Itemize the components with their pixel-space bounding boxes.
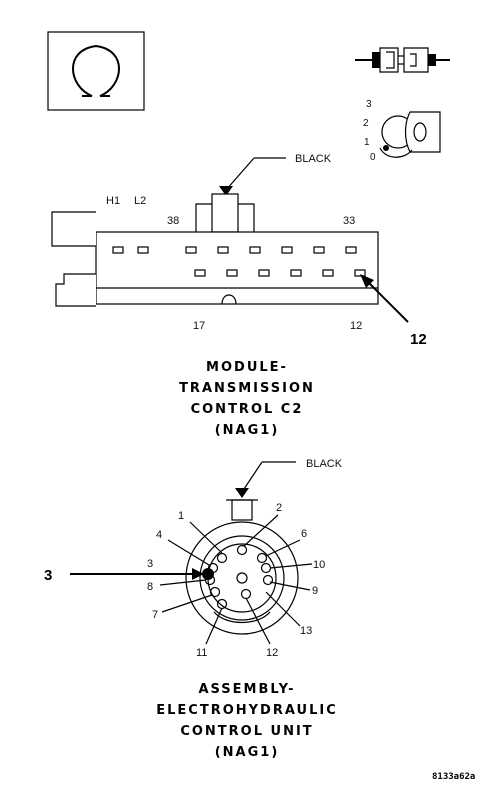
c2-label-pin-38: 38 <box>167 215 179 227</box>
c2-wire-color: BLACK <box>295 153 332 165</box>
ehcu-pin-12: 12 <box>266 647 278 659</box>
c2-label-pin-33: 33 <box>343 215 355 227</box>
c2-title-line-1: MODULE- <box>206 360 288 375</box>
c2-cavity-row-1 <box>112 246 357 254</box>
ignition-key-icon: 3 2 1 0 <box>363 99 441 163</box>
c2-label-h1: H1 <box>106 195 120 207</box>
connector-c2: BLACK <box>51 153 427 438</box>
ehcu-callout-3: 3 <box>44 567 52 584</box>
c2-title-line-2: TRANSMISSION <box>179 381 315 396</box>
ehcu-pin-2: 2 <box>276 502 282 514</box>
c2-housing <box>95 231 379 305</box>
omega-symbol-box <box>47 31 145 111</box>
ign-pos-3: 3 <box>366 99 372 110</box>
c2-cavity-row-2 <box>194 269 366 277</box>
ehcu-pin-3: 3 <box>147 558 153 570</box>
ign-pos-0: 0 <box>370 152 376 163</box>
omega-icon <box>72 44 120 97</box>
ehcu-pin-9: 9 <box>312 585 318 597</box>
c2-label-pin-12: 12 <box>350 320 362 332</box>
c2-label-l2: L2 <box>134 195 146 207</box>
connector-ehcu: BLACK <box>44 458 343 760</box>
ehcu-pin-4: 4 <box>156 529 162 541</box>
ehcu-wire-color: BLACK <box>306 458 343 470</box>
c2-title-line-3: CONTROL C2 <box>191 402 304 417</box>
ehcu-pin-13: 13 <box>300 625 312 637</box>
ign-pos-1: 1 <box>364 137 370 148</box>
ehcu-pin-8: 8 <box>147 581 153 593</box>
ehcu-title-line-1: ASSEMBLY- <box>198 682 295 697</box>
figure-reference: 8133a62a <box>432 772 475 782</box>
ehcu-leader-lines <box>159 514 313 645</box>
symbol-frame <box>47 31 145 111</box>
c2-label-pin-17: 17 <box>193 320 205 332</box>
ehcu-title-line-3: CONTROL UNIT <box>180 724 313 739</box>
ehcu-title-line-4: (NAG1) <box>215 745 280 760</box>
ehcu-pin-array <box>202 544 274 610</box>
ehcu-pin-10: 10 <box>313 559 325 571</box>
ehcu-housing <box>185 521 299 635</box>
ehcu-pin-6: 6 <box>301 528 307 540</box>
c2-title-line-4: (NAG1) <box>215 423 280 438</box>
ehcu-pin-11: 11 <box>196 647 207 659</box>
ehcu-title-line-2: ELECTROHYDRAULIC <box>156 703 338 718</box>
inline-connector-icon <box>355 47 450 73</box>
ehcu-pin-1: 1 <box>178 510 184 522</box>
c2-callout-12: 12 <box>410 331 427 348</box>
ehcu-pin-7: 7 <box>152 609 158 621</box>
ign-pos-2: 2 <box>363 118 369 129</box>
